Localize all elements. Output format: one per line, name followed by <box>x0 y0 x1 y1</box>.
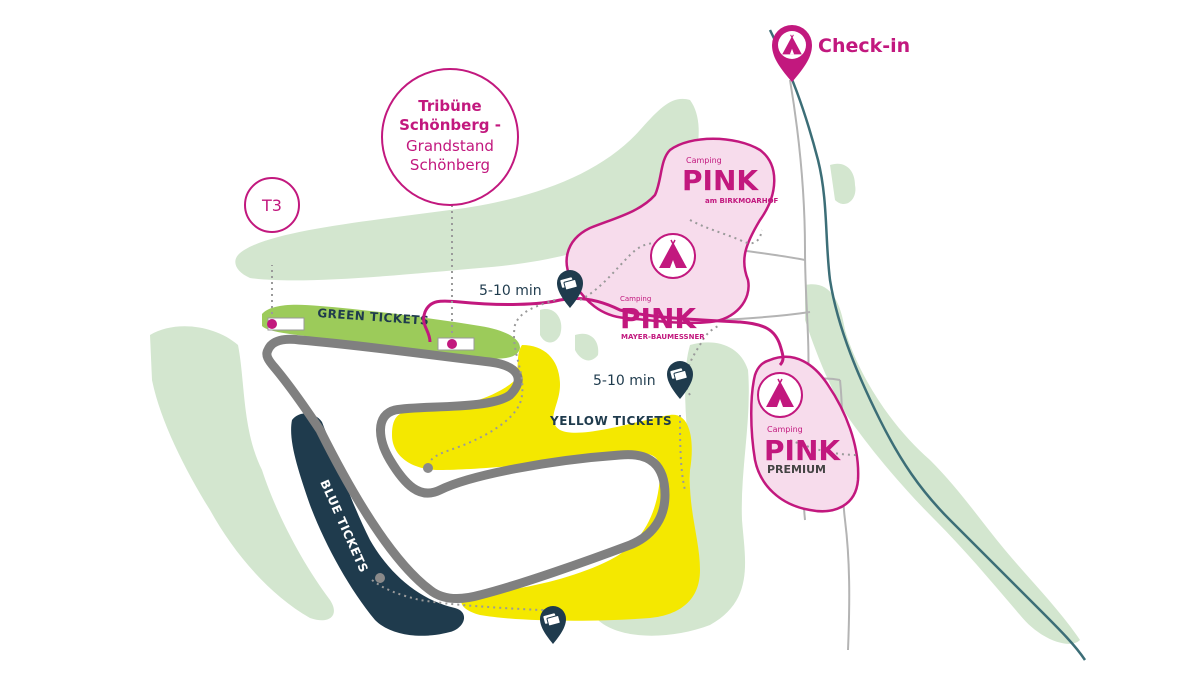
blue-zone <box>291 413 465 636</box>
camp-premium-name: PINK <box>764 434 841 467</box>
tribune-label-line4: Schönberg <box>410 156 490 174</box>
pink-route <box>422 296 785 367</box>
camp-premium-tent <box>757 372 803 418</box>
blue-point-marker <box>375 573 385 583</box>
walkways <box>271 192 859 621</box>
ticket-icon <box>556 269 584 309</box>
camp-birkmoarhof-tent <box>650 233 696 279</box>
yellow-point-marker <box>423 463 433 473</box>
camp-premium-prefix: Camping <box>767 425 803 434</box>
camp-birkmoarhof-label: Camping PINK am BIRKMOARHOF <box>682 156 779 205</box>
camp-mayer-prefix: Camping <box>620 295 651 303</box>
tribune-label-line2: Schönberg - <box>399 116 501 134</box>
camp-mayer-name: PINK <box>620 302 697 335</box>
camp-birkmoarhof-name: PINK <box>682 164 759 197</box>
camp-mayer-label: Camping PINK MAYER-BAUMESSNER <box>620 295 705 341</box>
green-grandstand-schoenberg <box>437 337 475 351</box>
race-track <box>262 334 670 604</box>
camp-premium-sub: PREMIUM <box>767 463 826 476</box>
yellow-zone <box>392 345 700 621</box>
check-in-marker: Check-in <box>772 25 910 82</box>
t3-label: T3 <box>244 177 300 233</box>
yellow-zone-label: YELLOW TICKETS <box>549 414 672 428</box>
tribune-schoenberg-label: Tribüne Schönberg - Grandstand Schönberg <box>381 68 519 206</box>
camp-premium-label: Camping PINK PREMIUM <box>764 425 841 476</box>
time-label-north: 5-10 min <box>479 283 542 299</box>
camp-birkmoarhof-sub: am BIRKMOARHOF <box>705 197 779 205</box>
ticket-icon <box>539 605 567 645</box>
camp-birkmoarhof-prefix: Camping <box>686 156 722 165</box>
camp-birkmoarhof-area <box>565 137 776 325</box>
tribune-label-line3: Grandstand <box>406 137 494 155</box>
time-label-east: 5-10 min <box>593 373 656 389</box>
camp-mayer-sub: MAYER-BAUMESSNER <box>621 333 705 341</box>
green-grandstand-t3 <box>267 317 305 331</box>
t3-label-text: T3 <box>261 196 282 215</box>
river <box>768 29 1087 661</box>
tribune-label-line1: Tribüne <box>418 97 481 115</box>
check-in-label: Check-in <box>818 35 910 57</box>
